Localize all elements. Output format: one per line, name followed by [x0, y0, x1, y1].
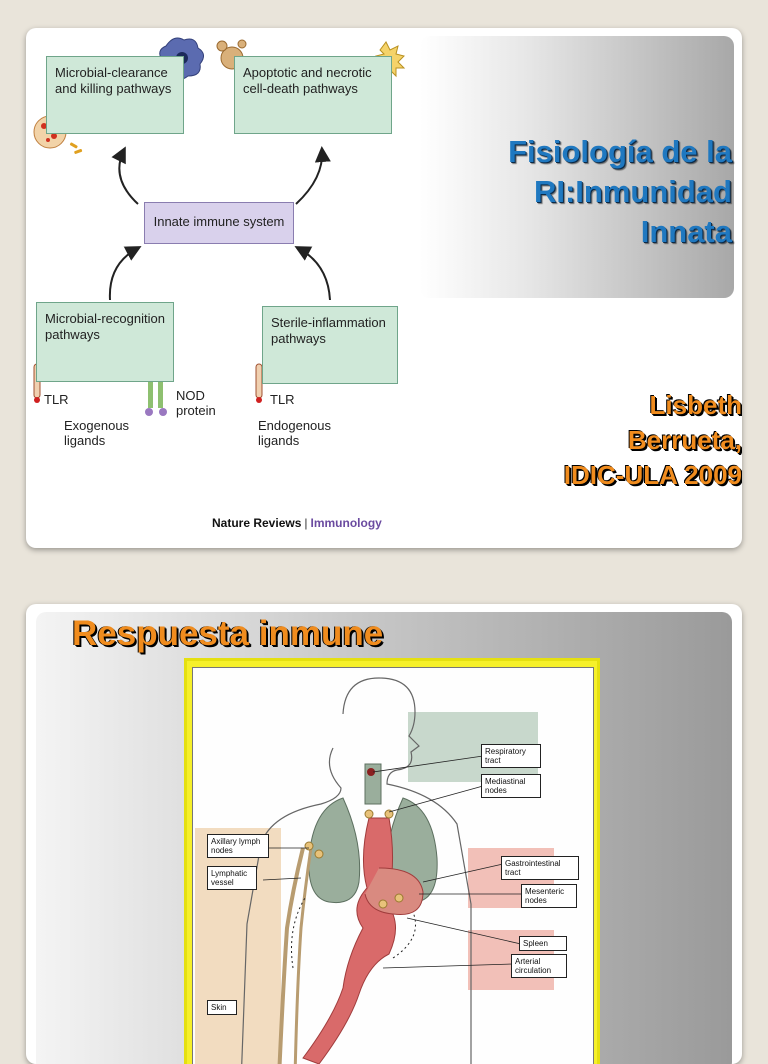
author-line-1: Lisbeth [649, 390, 742, 420]
microbial-recognition-label: Microbial-recognition pathways [45, 311, 165, 342]
author-line-3: IDIC-ULA 2009 [563, 460, 742, 490]
anatomy-figure-frame: Respiratory tract Mediastinal nodes Axil… [184, 658, 600, 1064]
anatomy-figure: Respiratory tract Mediastinal nodes Axil… [192, 667, 594, 1064]
sterile-inflammation-label: Sterile-inflammation pathways [271, 315, 386, 346]
gastrointestinal-label: Gastrointestinal tract [501, 856, 579, 880]
axillary-nodes-label: Axillary lymph nodes [207, 834, 269, 858]
mesenteric-nodes-label: Mesenteric nodes [521, 884, 577, 908]
apoptotic-label: Apoptotic and necrotic cell-death pathwa… [243, 65, 372, 96]
exogenous-label: Exogenous ligands [64, 418, 130, 448]
slide-2: Respuesta inmune [26, 604, 742, 1064]
arrow-bottom-right [294, 246, 331, 301]
tlr-receptor-right-icon [255, 363, 263, 403]
tlr-left-label: TLR [44, 392, 69, 407]
innate-immune-box: Innate immune system [144, 202, 294, 244]
microbial-recognition-box: Microbial-recognition pathways [36, 302, 174, 382]
title-line-2: RI:Inmunidad [533, 174, 732, 209]
endogenous-label: Endogenous ligands [258, 418, 332, 448]
arrow-up-left [111, 146, 139, 205]
spleen-label: Spleen [519, 936, 567, 951]
respiratory-tract-label: Respiratory tract [481, 744, 541, 768]
source-journal: Nature Reviews [212, 516, 302, 530]
arrow-bottom-left [108, 246, 142, 301]
sterile-inflammation-box: Sterile-inflammation pathways [262, 306, 398, 384]
tlr-right-label: TLR [270, 392, 295, 407]
source-credit: Nature Reviews|Immunology [212, 516, 382, 530]
slide-1: Microbial-clearance and killing pathways… [26, 28, 742, 548]
arrow-up-right [295, 146, 331, 205]
author-block: Lisbeth Berrueta, IDIC-ULA 2009 [564, 388, 742, 493]
lymphatic-vessel-label: Lymphatic vessel [207, 866, 257, 890]
source-separator: | [304, 516, 308, 530]
arterial-circulation-label: Arterial circulation [511, 954, 567, 978]
microbial-clearance-label: Microbial-clearance and killing pathways [55, 65, 172, 96]
nod-protein-label: NOD protein [176, 388, 216, 418]
title-panel [420, 36, 734, 298]
source-topic: Immunology [310, 516, 382, 530]
apoptotic-box: Apoptotic and necrotic cell-death pathwa… [234, 56, 392, 134]
skin-label: Skin [207, 1000, 237, 1015]
title-line-1: Fisiología de la [508, 134, 732, 169]
title-line-3: Innata [640, 214, 732, 249]
slide-title: Fisiología de la RI:Inmunidad Innata [508, 132, 732, 252]
author-line-2: Berrueta, [627, 425, 742, 455]
slide-2-title: Respuesta inmune [72, 614, 384, 653]
microbial-clearance-box: Microbial-clearance and killing pathways [46, 56, 184, 134]
mediastinal-nodes-label: Mediastinal nodes [481, 774, 541, 798]
innate-immune-label: Innate immune system [153, 214, 285, 229]
